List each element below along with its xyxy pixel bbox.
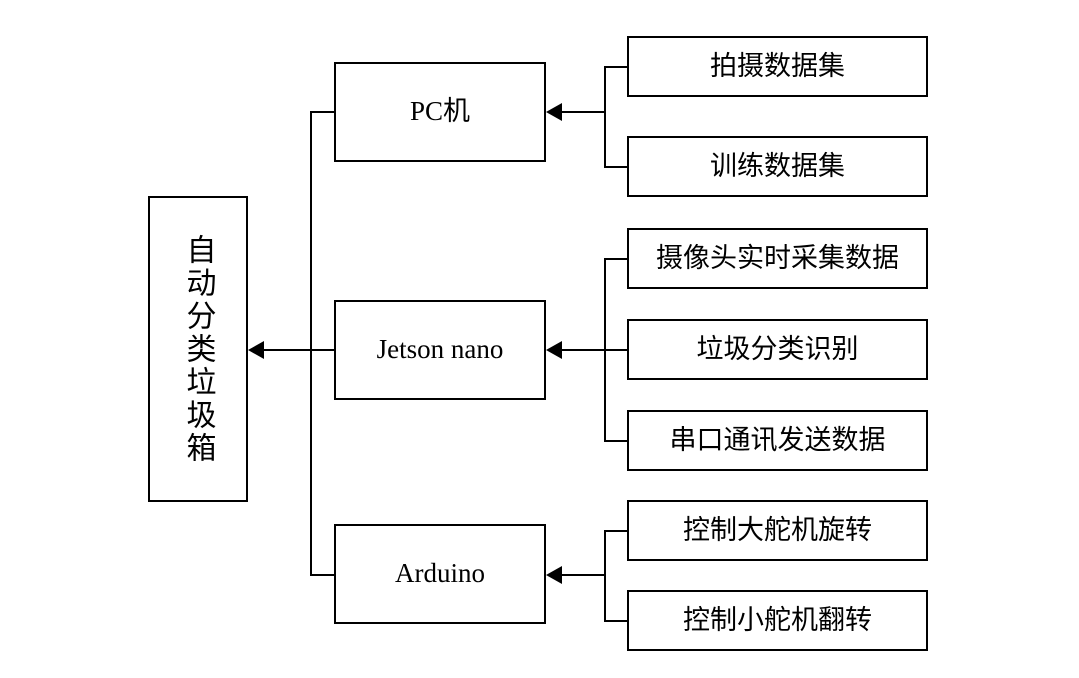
connector-pc-leaf1 — [604, 166, 629, 168]
node-stage-arduino-label: Arduino — [395, 558, 485, 589]
connector-root-arduino — [310, 574, 336, 576]
arrow-into-jetson — [546, 341, 562, 359]
connector-pc-leaf0 — [604, 66, 629, 68]
node-leaf-small-servo-flip: 控制小舵机翻转 — [627, 590, 928, 651]
connector-pc-bus — [604, 66, 606, 168]
node-stage-pc: PC机 — [334, 62, 546, 162]
connector-root-jetson — [310, 349, 336, 351]
node-leaf-garbage-classification-label: 垃圾分类识别 — [696, 333, 859, 364]
connector-jetson-in — [562, 349, 606, 351]
node-leaf-camera-realtime: 摄像头实时采集数据 — [627, 228, 928, 289]
arrow-into-arduino — [546, 566, 562, 584]
arrow-into-pc — [546, 103, 562, 121]
connector-arduino-leaf0 — [604, 530, 629, 532]
node-root-label: 自动分类垃圾箱 — [181, 233, 215, 465]
node-root: 自动分类垃圾箱 — [148, 196, 248, 502]
node-leaf-capture-dataset: 拍摄数据集 — [627, 36, 928, 97]
arrow-into-root — [248, 341, 264, 359]
connector-root-in — [264, 349, 312, 351]
node-stage-jetson-label: Jetson nano — [376, 334, 504, 365]
node-stage-pc-label: PC机 — [409, 96, 471, 127]
connector-root-pc — [310, 111, 336, 113]
node-leaf-serial-send-label: 串口通讯发送数据 — [669, 424, 886, 455]
node-leaf-train-dataset: 训练数据集 — [627, 136, 928, 197]
node-leaf-big-servo-rotate: 控制大舵机旋转 — [627, 500, 928, 561]
connector-pc-in — [562, 111, 606, 113]
connector-arduino-in — [562, 574, 606, 576]
node-stage-arduino: Arduino — [334, 524, 546, 624]
node-leaf-small-servo-flip-label: 控制小舵机翻转 — [683, 604, 872, 635]
connector-jetson-leaf1 — [604, 349, 629, 351]
connector-root-bus — [310, 111, 312, 575]
connector-jetson-leaf2 — [604, 440, 629, 442]
node-leaf-big-servo-rotate-label: 控制大舵机旋转 — [683, 514, 872, 545]
node-leaf-garbage-classification: 垃圾分类识别 — [627, 319, 928, 380]
node-leaf-train-dataset-label: 训练数据集 — [710, 150, 845, 181]
node-stage-jetson: Jetson nano — [334, 300, 546, 400]
node-leaf-capture-dataset-label: 拍摄数据集 — [710, 50, 845, 81]
connector-jetson-leaf0 — [604, 258, 629, 260]
node-leaf-serial-send: 串口通讯发送数据 — [627, 410, 928, 471]
node-leaf-camera-realtime-label: 摄像头实时采集数据 — [656, 242, 899, 273]
connector-arduino-leaf1 — [604, 620, 629, 622]
